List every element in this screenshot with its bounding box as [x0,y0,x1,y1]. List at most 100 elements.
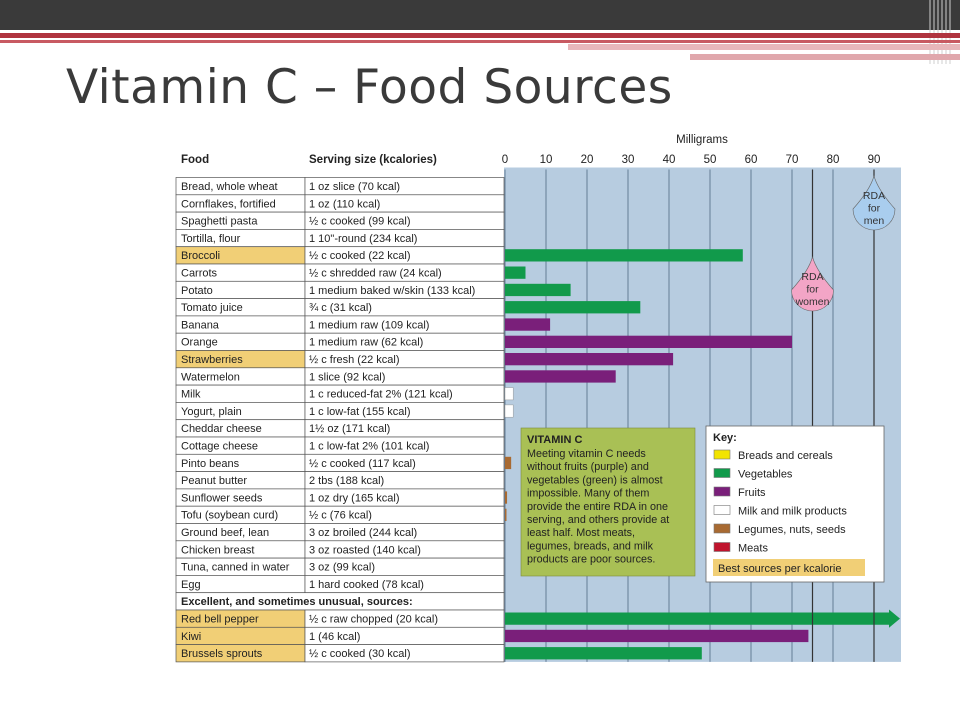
bar [505,609,900,628]
food-label: Strawberries [181,354,243,366]
tick-label: 90 [868,154,881,166]
bar [505,335,792,348]
food-label: Peanut butter [181,475,247,487]
bar [505,629,809,643]
food-label: Cheddar cheese [181,423,262,435]
plot-area [504,167,901,662]
tick-label: 60 [745,154,758,166]
accent-line-pink-2 [690,54,960,60]
bar [505,283,571,297]
bar [505,249,743,262]
legend-box [705,425,885,583]
axis-label-milligrams: Milligrams [676,134,728,146]
legend-label: Milk and milk products [738,506,847,518]
bar [505,647,702,660]
food-label: Yogurt, plain [181,406,242,418]
callout-line: legumes, breads, and milk [527,540,654,552]
serving-label: ½ c shredded raw (24 kcal) [309,268,442,280]
food-label: Brussels sprouts [181,648,263,660]
serving-label: 1 c reduced-fat 2% (121 kcal) [309,389,453,401]
rda-label: men [864,215,885,227]
legend-label: Legumes, nuts, seeds [738,524,846,536]
accent-line-red [0,33,960,38]
bar [505,508,507,521]
food-label: Cornflakes, fortified [181,198,276,210]
food-label: Milk [181,389,201,401]
legend-swatch [713,505,731,515]
serving-label: 1 hard cooked (78 kcal) [309,579,424,591]
callout-line: without fruits (purple) and [526,461,649,473]
tick-label: 70 [786,154,799,166]
rda-label: for [806,284,819,296]
bar [505,456,512,470]
header-serving-size: Serving size (kcalories) [309,154,437,166]
serving-label: 1 c low-fat 2% (101 kcal) [309,441,429,453]
tick-label: 20 [581,154,594,166]
bar [505,301,641,314]
top-bar [0,0,960,30]
legend-label: Meats [738,543,768,555]
legend-label: Breads and cereals [738,450,833,462]
serving-label: 1 oz slice (70 kcal) [309,181,400,193]
bar [505,266,526,279]
food-label: Potato [181,285,213,297]
legend-label: Fruits [738,487,766,499]
tick-label: 80 [827,154,840,166]
food-label: Kiwi [181,631,201,643]
food-label: Tortilla, flour [181,233,241,245]
callout-line: provide the entire RDA in one [527,501,668,513]
bar [505,491,508,504]
food-label: Chicken breast [181,544,254,556]
section-title: Excellent, and sometimes unusual, source… [181,596,413,608]
accent-line-pink [568,44,960,50]
serving-cell [304,644,505,663]
legend-swatch [713,468,731,478]
serving-label: 2 tbs (188 kcal) [309,475,384,487]
tick-label: 10 [540,154,553,166]
serving-label: 1 oz dry (165 kcal) [309,492,399,504]
tick-label: 30 [622,154,635,166]
callout-box [520,427,696,577]
callout-line: Meeting vitamin C needs [527,448,646,460]
bar [505,353,674,366]
food-label: Red bell pepper [181,614,259,626]
bar [504,404,514,418]
top-bar-lines [929,0,951,64]
food-label: Broccoli [181,250,220,262]
legend-title: Key: [713,432,737,444]
rda-label: women [795,296,830,308]
food-label: Carrots [181,268,218,280]
serving-label: 3 oz roasted (140 kcal) [309,544,421,556]
serving-label: ½ c cooked (99 kcal) [309,216,411,228]
legend-best-swatch [713,559,865,576]
legend-swatch [713,449,731,460]
rda-label: RDA [801,271,823,283]
bar [505,370,616,383]
bar [505,318,551,331]
serving-label: 1 c low-fat (155 kcal) [309,406,410,418]
callout-line: products are poor sources. [527,554,655,566]
food-label: Egg [181,579,201,591]
food-label: Tuna, canned in water [181,562,290,574]
callout-line: least half. Most meats, [527,527,635,539]
tick-label: 50 [704,154,717,166]
serving-label: 3 oz broiled (244 kcal) [309,527,417,539]
food-label: Spaghetti pasta [181,216,258,228]
food-label: Pinto beans [181,458,240,470]
callout-line: vegetables (green) is almost [527,474,663,486]
serving-label: ¾ c (31 kcal) [309,302,372,314]
legend-swatch [713,486,731,497]
food-label: Tomato juice [181,302,243,314]
serving-label: 1 medium baked w/skin (133 kcal) [309,285,475,297]
legend-label: Vegetables [738,469,793,481]
serving-label: 1 (46 kcal) [309,631,360,643]
legend-swatch [713,542,731,552]
rda-drop [791,255,834,312]
bar [504,387,514,401]
food-label: Bread, whole wheat [181,181,278,193]
food-label: Orange [181,337,218,349]
food-label: Sunflower seeds [181,492,263,504]
serving-label: ½ c (76 kcal) [309,510,372,522]
food-label: Cottage cheese [181,441,258,453]
